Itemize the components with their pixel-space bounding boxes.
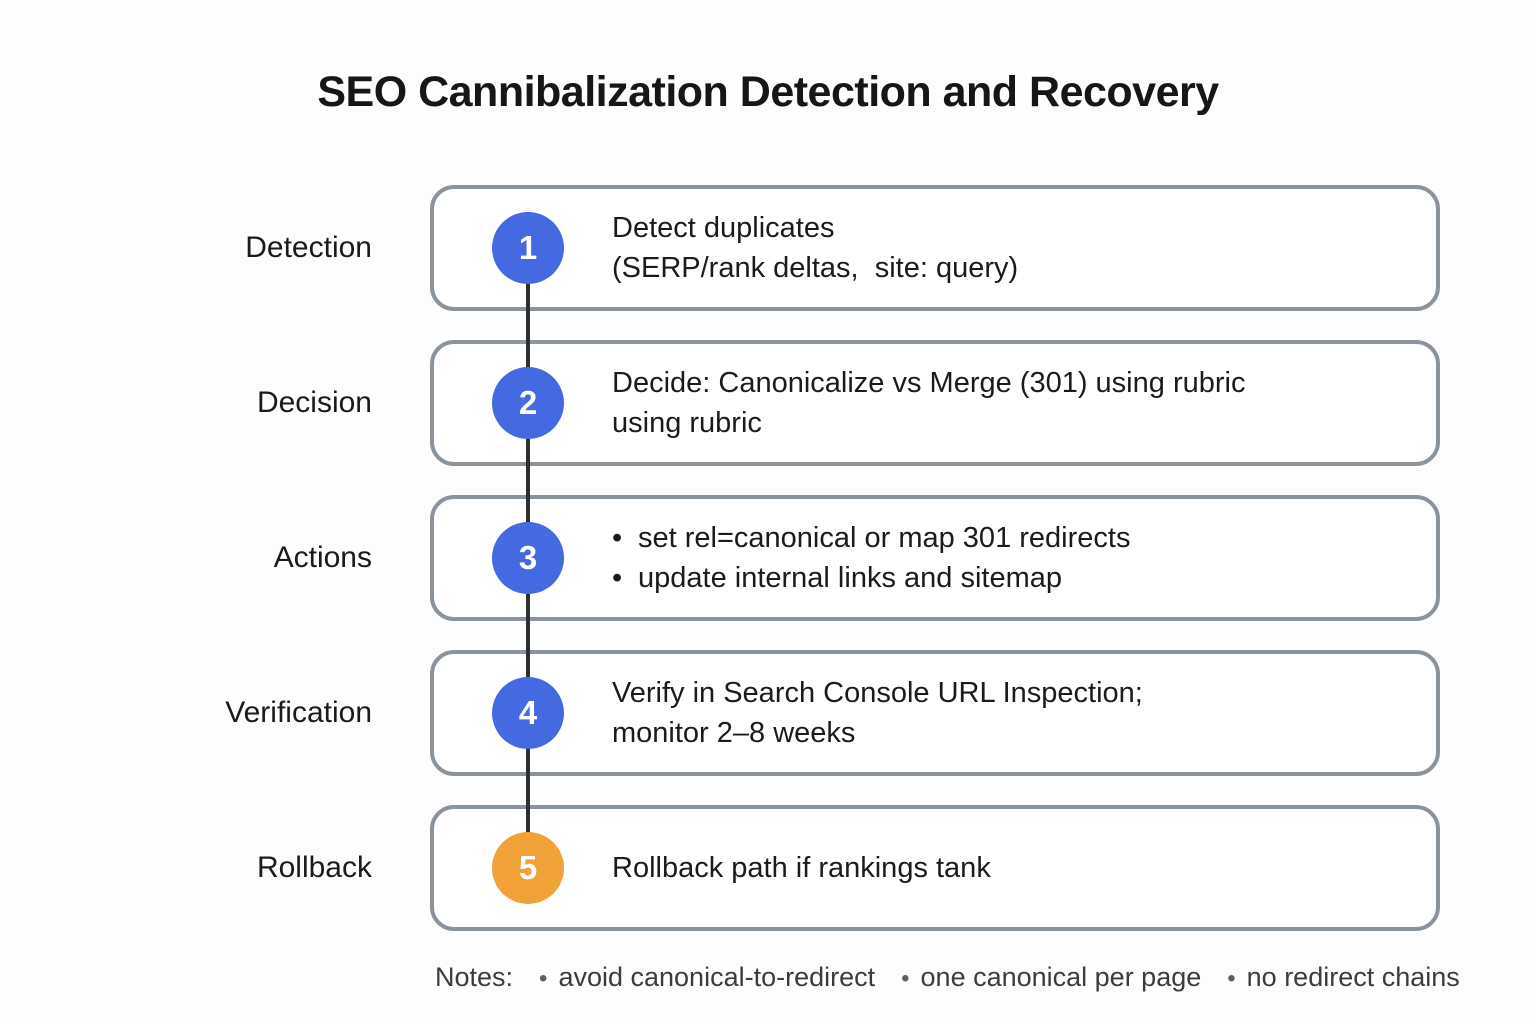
note-item: • avoid canonical-to-redirect [539,962,875,993]
stage-label-detection: Detection [245,231,372,264]
step-row-actions: Actions 3 • set rel=canonical or map 301… [0,495,1536,621]
step-box-5: 5 Rollback path if rankings tank [430,805,1440,931]
step-row-decision: Decision 2 Decide: Canonicalize vs Merge… [0,340,1536,466]
diagram-title: SEO Cannibalization Detection and Recove… [317,68,1219,116]
step-number-text: 5 [518,849,538,886]
step-row-verification: Verification 4 Verify in Search Console … [0,650,1536,776]
step-text-3: • set rel=canonical or map 301 redirects… [612,499,1426,617]
step-text-5: Rollback path if rankings tank [612,809,1426,927]
step-number-badge-3: 3 [492,522,564,594]
step-text-2: Decide: Canonicalize vs Merge (301) usin… [612,344,1426,462]
step-number-badge-2: 2 [492,367,564,439]
stage-label-rollback: Rollback [256,851,372,884]
step-text-line: Detect duplicates [612,212,835,244]
step-text-line: monitor 2–8 weeks [612,717,856,749]
bullet-dot-icon: • [539,965,548,992]
note-text: one canonical per page [920,962,1202,992]
notes-row: Notes: • avoid canonical-to-redirect • o… [435,962,1460,993]
step-text-line: set rel=canonical or map 301 redirects [638,522,1131,554]
step-number-text: 4 [518,694,538,731]
note-text: avoid canonical-to-redirect [558,962,876,992]
step-box-2: 2 Decide: Canonicalize vs Merge (301) us… [430,340,1440,466]
step-bullet-line: • update internal links and sitemap [612,558,1426,598]
note-item: • no redirect chains [1227,962,1460,993]
step-text-line: using rubric [612,407,762,439]
step-text-line: update internal links and sitemap [638,562,1062,594]
step-number-text: 3 [518,539,538,576]
step-number-text: 2 [518,384,538,421]
bullet-dot-icon: • [612,522,623,554]
step-box-3: 3 • set rel=canonical or map 301 redirec… [430,495,1440,621]
step-number-text: 1 [518,229,538,266]
step-number-badge-4: 4 [492,677,564,749]
step-number-badge-1: 1 [492,212,564,284]
step-bullet-line: • set rel=canonical or map 301 redirects [612,518,1426,558]
step-number-badge-5: 5 [492,832,564,904]
step-row-detection: Detection 1 Detect duplicates (SERP/rank… [0,185,1536,311]
step-text-4: Verify in Search Console URL Inspection;… [612,654,1426,772]
step-text-line: Verify in Search Console URL Inspection; [612,677,1143,709]
step-box-4: 4 Verify in Search Console URL Inspectio… [430,650,1440,776]
step-text-line: Rollback path if rankings tank [612,852,991,884]
bullet-dot-icon: • [1227,965,1236,992]
step-box-1: 1 Detect duplicates (SERP/rank deltas, s… [430,185,1440,311]
bullet-dot-icon: • [901,965,910,992]
step-text-1: Detect duplicates (SERP/rank deltas, sit… [612,189,1426,307]
stage-label-actions: Actions [273,541,372,574]
step-text-line: (SERP/rank deltas, site: query) [612,252,1019,284]
notes-prefix: Notes: [435,962,514,992]
note-text: no redirect chains [1246,962,1460,992]
note-item: • one canonical per page [901,962,1201,993]
bullet-dot-icon: • [612,562,623,594]
step-text-line: Decide: Canonicalize vs Merge (301) usin… [612,367,1246,399]
step-row-rollback: Rollback 5 Rollback path if rankings tan… [0,805,1536,931]
stage-label-verification: Verification [225,696,372,729]
stage-label-decision: Decision [256,386,372,419]
